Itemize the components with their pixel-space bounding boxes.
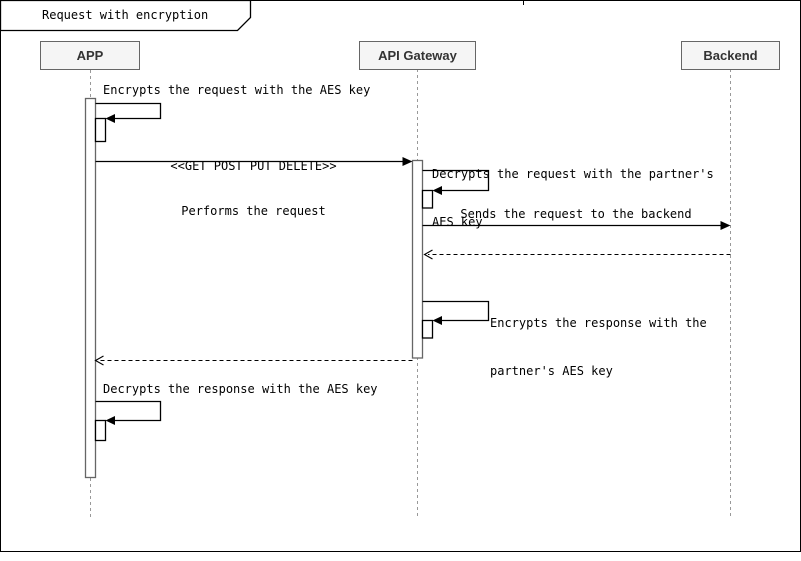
self-call-gateway-decrypt-request bbox=[422, 169, 490, 192]
self-call-app-encrypt-request bbox=[95, 102, 162, 120]
participant-api-gateway: API Gateway bbox=[359, 41, 476, 70]
activation-app-nested-2 bbox=[94, 419, 107, 442]
arrowhead-send-to-backend bbox=[720, 221, 731, 230]
frame-title-pentagon bbox=[0, 0, 252, 32]
participant-api-gateway-label: API Gateway bbox=[378, 48, 457, 63]
message-label-decrypt-request-line1: Decrypts the request with the partner's bbox=[432, 167, 714, 181]
message-label-encrypt-response: Encrypts the response with the partner's… bbox=[490, 283, 707, 411]
message-label-decrypt-response: Decrypts the response with the AES key bbox=[103, 382, 378, 396]
arrowhead-self-gateway-2 bbox=[432, 316, 442, 325]
activation-app-main bbox=[84, 97, 97, 479]
arrowhead-perform-request bbox=[402, 157, 413, 166]
page-boundary-tick bbox=[523, 0, 524, 5]
message-label-encrypt-request: Encrypts the request with the AES key bbox=[103, 83, 371, 97]
activation-app-nested-1 bbox=[94, 117, 107, 143]
self-call-app-decrypt-response bbox=[95, 400, 162, 422]
participant-app: APP bbox=[40, 41, 140, 70]
participant-app-label: APP bbox=[76, 48, 104, 63]
message-label-encrypt-response-line1: Encrypts the response with the bbox=[490, 316, 707, 330]
arrowhead-return-to-gateway bbox=[423, 249, 433, 260]
diagram-title: Request with encryption bbox=[42, 8, 209, 22]
message-label-decrypt-request: Decrypts the request with the partner's … bbox=[432, 134, 714, 262]
message-label-perform-request-text: Performs the request bbox=[181, 204, 326, 218]
participant-backend: Backend bbox=[681, 41, 780, 70]
arrowhead-self-gateway-1 bbox=[432, 186, 442, 195]
arrowhead-self-app-1 bbox=[105, 114, 115, 123]
arrowhead-return-to-app bbox=[94, 355, 104, 366]
message-label-encrypt-response-line2: partner's AES key bbox=[490, 364, 613, 378]
activation-gateway-nested-1 bbox=[421, 189, 434, 209]
message-label-perform-request: <<GET POST PUT DELETE>> Performs the req… bbox=[95, 129, 412, 249]
message-label-send-to-backend: Sends the request to the backend bbox=[460, 207, 692, 221]
activation-gateway-nested-2 bbox=[421, 319, 434, 339]
participant-backend-label: Backend bbox=[703, 48, 758, 63]
arrowhead-self-app-2 bbox=[105, 416, 115, 425]
message-label-decrypt-request-line2: AES key bbox=[432, 215, 483, 229]
activation-gateway-main bbox=[411, 159, 424, 359]
message-label-request-stereotype: <<GET POST PUT DELETE>> bbox=[170, 159, 337, 173]
self-call-gateway-encrypt-response bbox=[422, 300, 490, 322]
